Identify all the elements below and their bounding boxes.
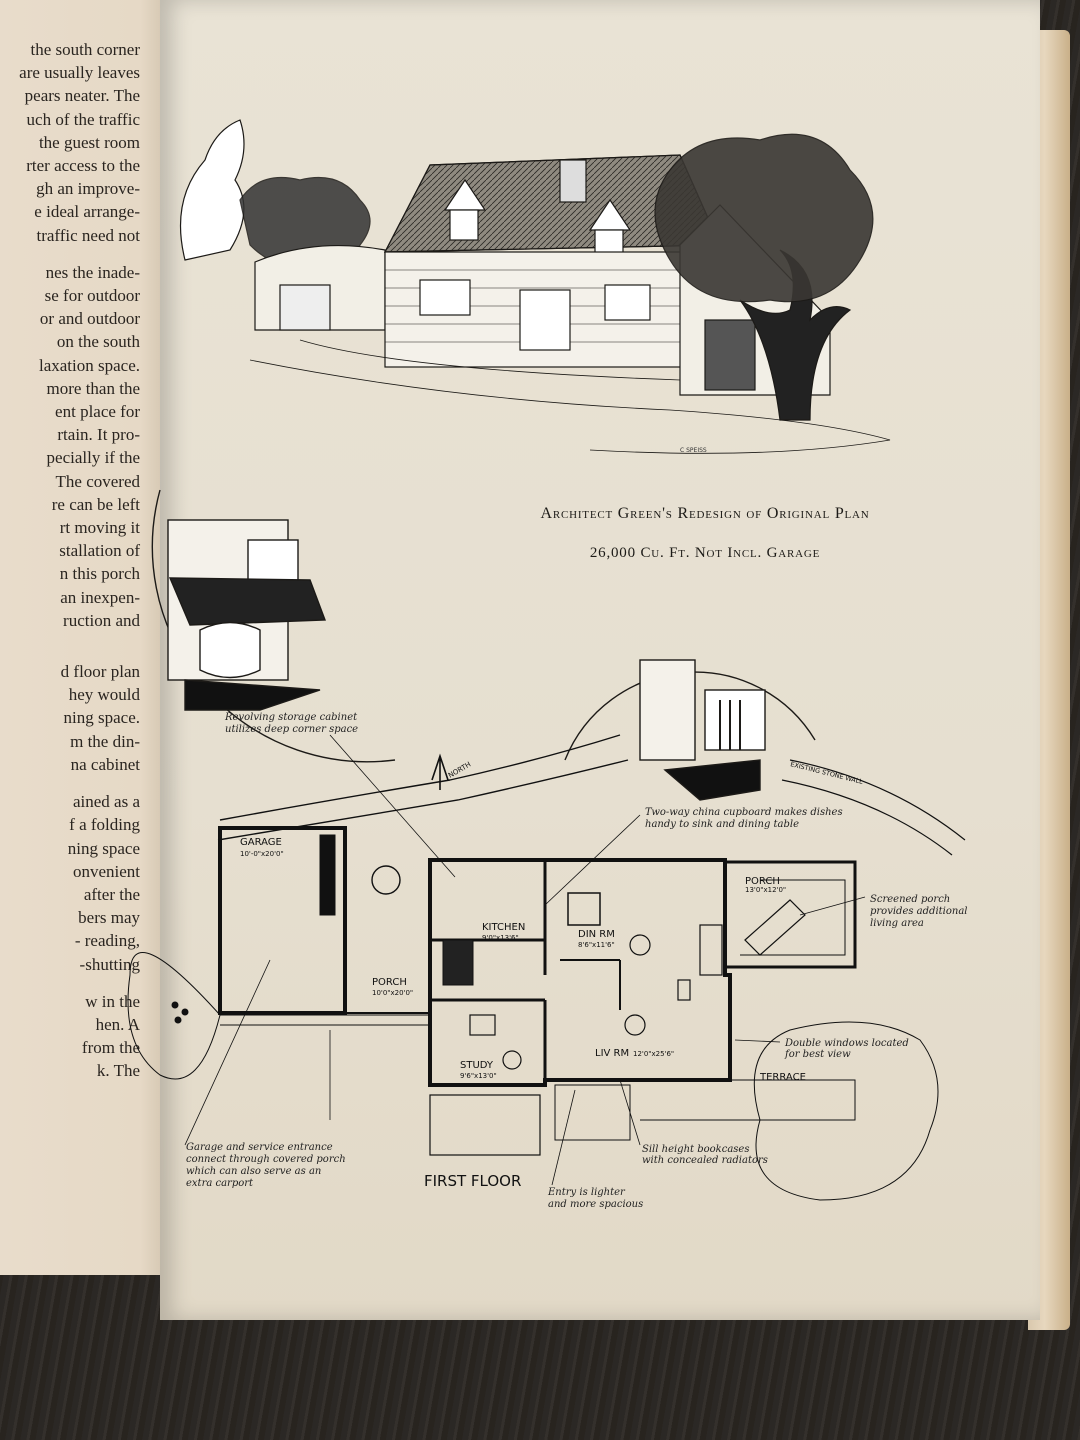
floor-plan [127,734,939,1201]
room-terrace: TERRACE [759,1072,806,1083]
left-page-line: traffic need not [36,225,140,245]
left-page-line: pecially if the [46,448,140,468]
left-page-line: onvenient [72,861,140,881]
room-kitchen: KITCHEN [482,922,525,933]
left-page-line: - reading, [74,931,140,951]
artist-signature: C SPEISS [680,447,707,454]
left-page-line: on the south [56,332,140,352]
first-floor-label: FIRST FLOOR [424,1172,521,1190]
china-cupboard-inset [564,659,816,801]
left-page-line: from the [81,1038,140,1058]
left-page-line: the guest room [38,132,140,152]
room-garage-size: 10'-0"x20'0" [240,850,284,858]
room-study: STUDY [460,1060,494,1071]
room-porch-east-size: 13'0"x12'0" [745,886,786,894]
north-label: NORTH [447,760,472,779]
room-kitchen-size: 9'0"x13'6" [482,934,519,942]
left-page-line: stallation of [59,541,140,561]
left-page-line: after the [83,884,140,904]
left-page-line: pears neater. The [24,86,140,106]
room-din-rm: DIN RM [578,929,615,940]
left-page-line: -shutting [79,954,140,974]
left-page: the south corner are usually leaves pears … [0,0,175,1275]
left-page-line: m the din- [70,731,140,751]
left-page-text: the south corner are usually leaves pears … [0,38,140,1083]
left-page-line: The covered [55,471,140,491]
left-page-line: ruction and [63,610,140,630]
house-illustration [179,119,891,454]
plan-subtitle: 26,000 Cu. Ft. Not Incl. Garage [589,545,821,561]
left-page-line: na cabinet [70,754,140,774]
left-page-line: rter access to the [26,156,140,176]
room-garage: GARAGE [240,837,282,848]
left-page-line: bers may [78,908,140,928]
room-liv-rm: LIV RM [595,1048,629,1059]
left-page-line: are usually leaves [19,63,140,83]
left-page-line: ained as a [72,792,140,812]
left-page-line: f a folding [69,815,140,835]
left-page-line: gh an improve- [36,179,140,199]
room-porch-west: PORCH [372,977,407,988]
left-page-line: rt moving it [59,518,140,538]
room-study-size: 9'6"x13'0" [460,1072,497,1080]
left-page-line: se for outdoor [44,286,140,306]
left-page-line: uch of the traffic [26,109,140,129]
left-page-line: ning space. [63,708,140,728]
left-page-line: w in the [85,991,140,1011]
left-page-line: laxation space. [38,355,140,375]
left-page-line: nes the inade- [45,262,140,282]
room-liv-rm-size: 12'0"x25'6" [633,1050,674,1058]
room-porch-west-size: 10'0"x20'0" [372,989,413,997]
stone-wall-label: EXISTING STONE WALL [790,760,865,786]
left-page-line: n this porch [59,564,140,584]
room-din-rm-size: 8'6"x11'6" [578,941,615,949]
storage-cabinet-inset [151,489,396,763]
left-page-line: more than the [46,378,140,398]
left-page-line: an inexpen- [60,587,140,607]
plan-title: Architect Green's Redesign of Original P… [540,505,870,522]
left-page-line: hey would [68,685,140,705]
left-page-line: re can be left [51,494,140,514]
left-page-line: k. The [96,1061,140,1081]
left-page-line: d floor plan [60,662,140,682]
left-page-line: rtain. It pro- [57,425,140,445]
left-page-line: e ideal arrange- [34,202,140,222]
room-porch-east: PORCH [745,876,780,887]
left-page-line: the south corner [30,40,140,59]
left-page-line: or and outdoor [39,309,140,329]
north-arrow [431,753,449,790]
left-page-line: ent place for [55,402,140,422]
left-page-line: ning space [67,838,140,858]
